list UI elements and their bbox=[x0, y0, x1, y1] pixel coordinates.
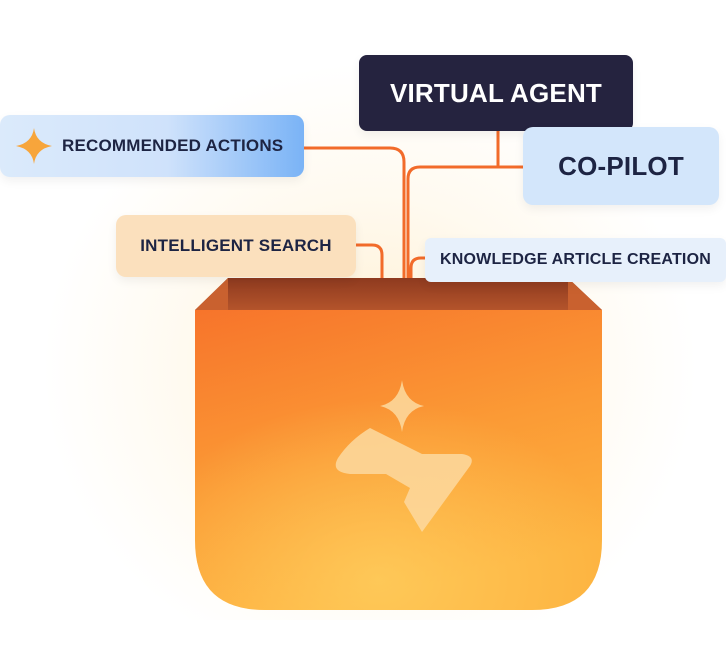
intelligent-search-label: INTELLIGENT SEARCH bbox=[116, 215, 356, 277]
connector-intelligent-search bbox=[354, 243, 384, 310]
knowledge-article-creation-text: KNOWLEDGE ARTICLE CREATION bbox=[440, 251, 711, 268]
recommended-actions-label: RECOMMENDED ACTIONS bbox=[0, 115, 304, 177]
connector-co-pilot bbox=[406, 165, 525, 310]
virtual-agent-text: VIRTUAL AGENT bbox=[389, 77, 603, 108]
connector-knowledge-article bbox=[409, 256, 427, 310]
knowledge-article-creation-label: KNOWLEDGE ARTICLE CREATION bbox=[425, 238, 726, 282]
intelligent-search-text: INTELLIGENT SEARCH bbox=[140, 236, 332, 255]
product-box bbox=[195, 278, 602, 610]
sparkle-icon bbox=[14, 126, 54, 166]
virtual-agent-label: VIRTUAL AGENT bbox=[359, 55, 633, 131]
co-pilot-label: CO-PILOT bbox=[523, 127, 719, 205]
recommended-actions-text: RECOMMENDED ACTIONS bbox=[62, 136, 284, 155]
connector-recommended-actions bbox=[302, 146, 406, 310]
lightning-sparkle-logo-icon bbox=[335, 380, 472, 532]
co-pilot-text: CO-PILOT bbox=[558, 150, 684, 181]
